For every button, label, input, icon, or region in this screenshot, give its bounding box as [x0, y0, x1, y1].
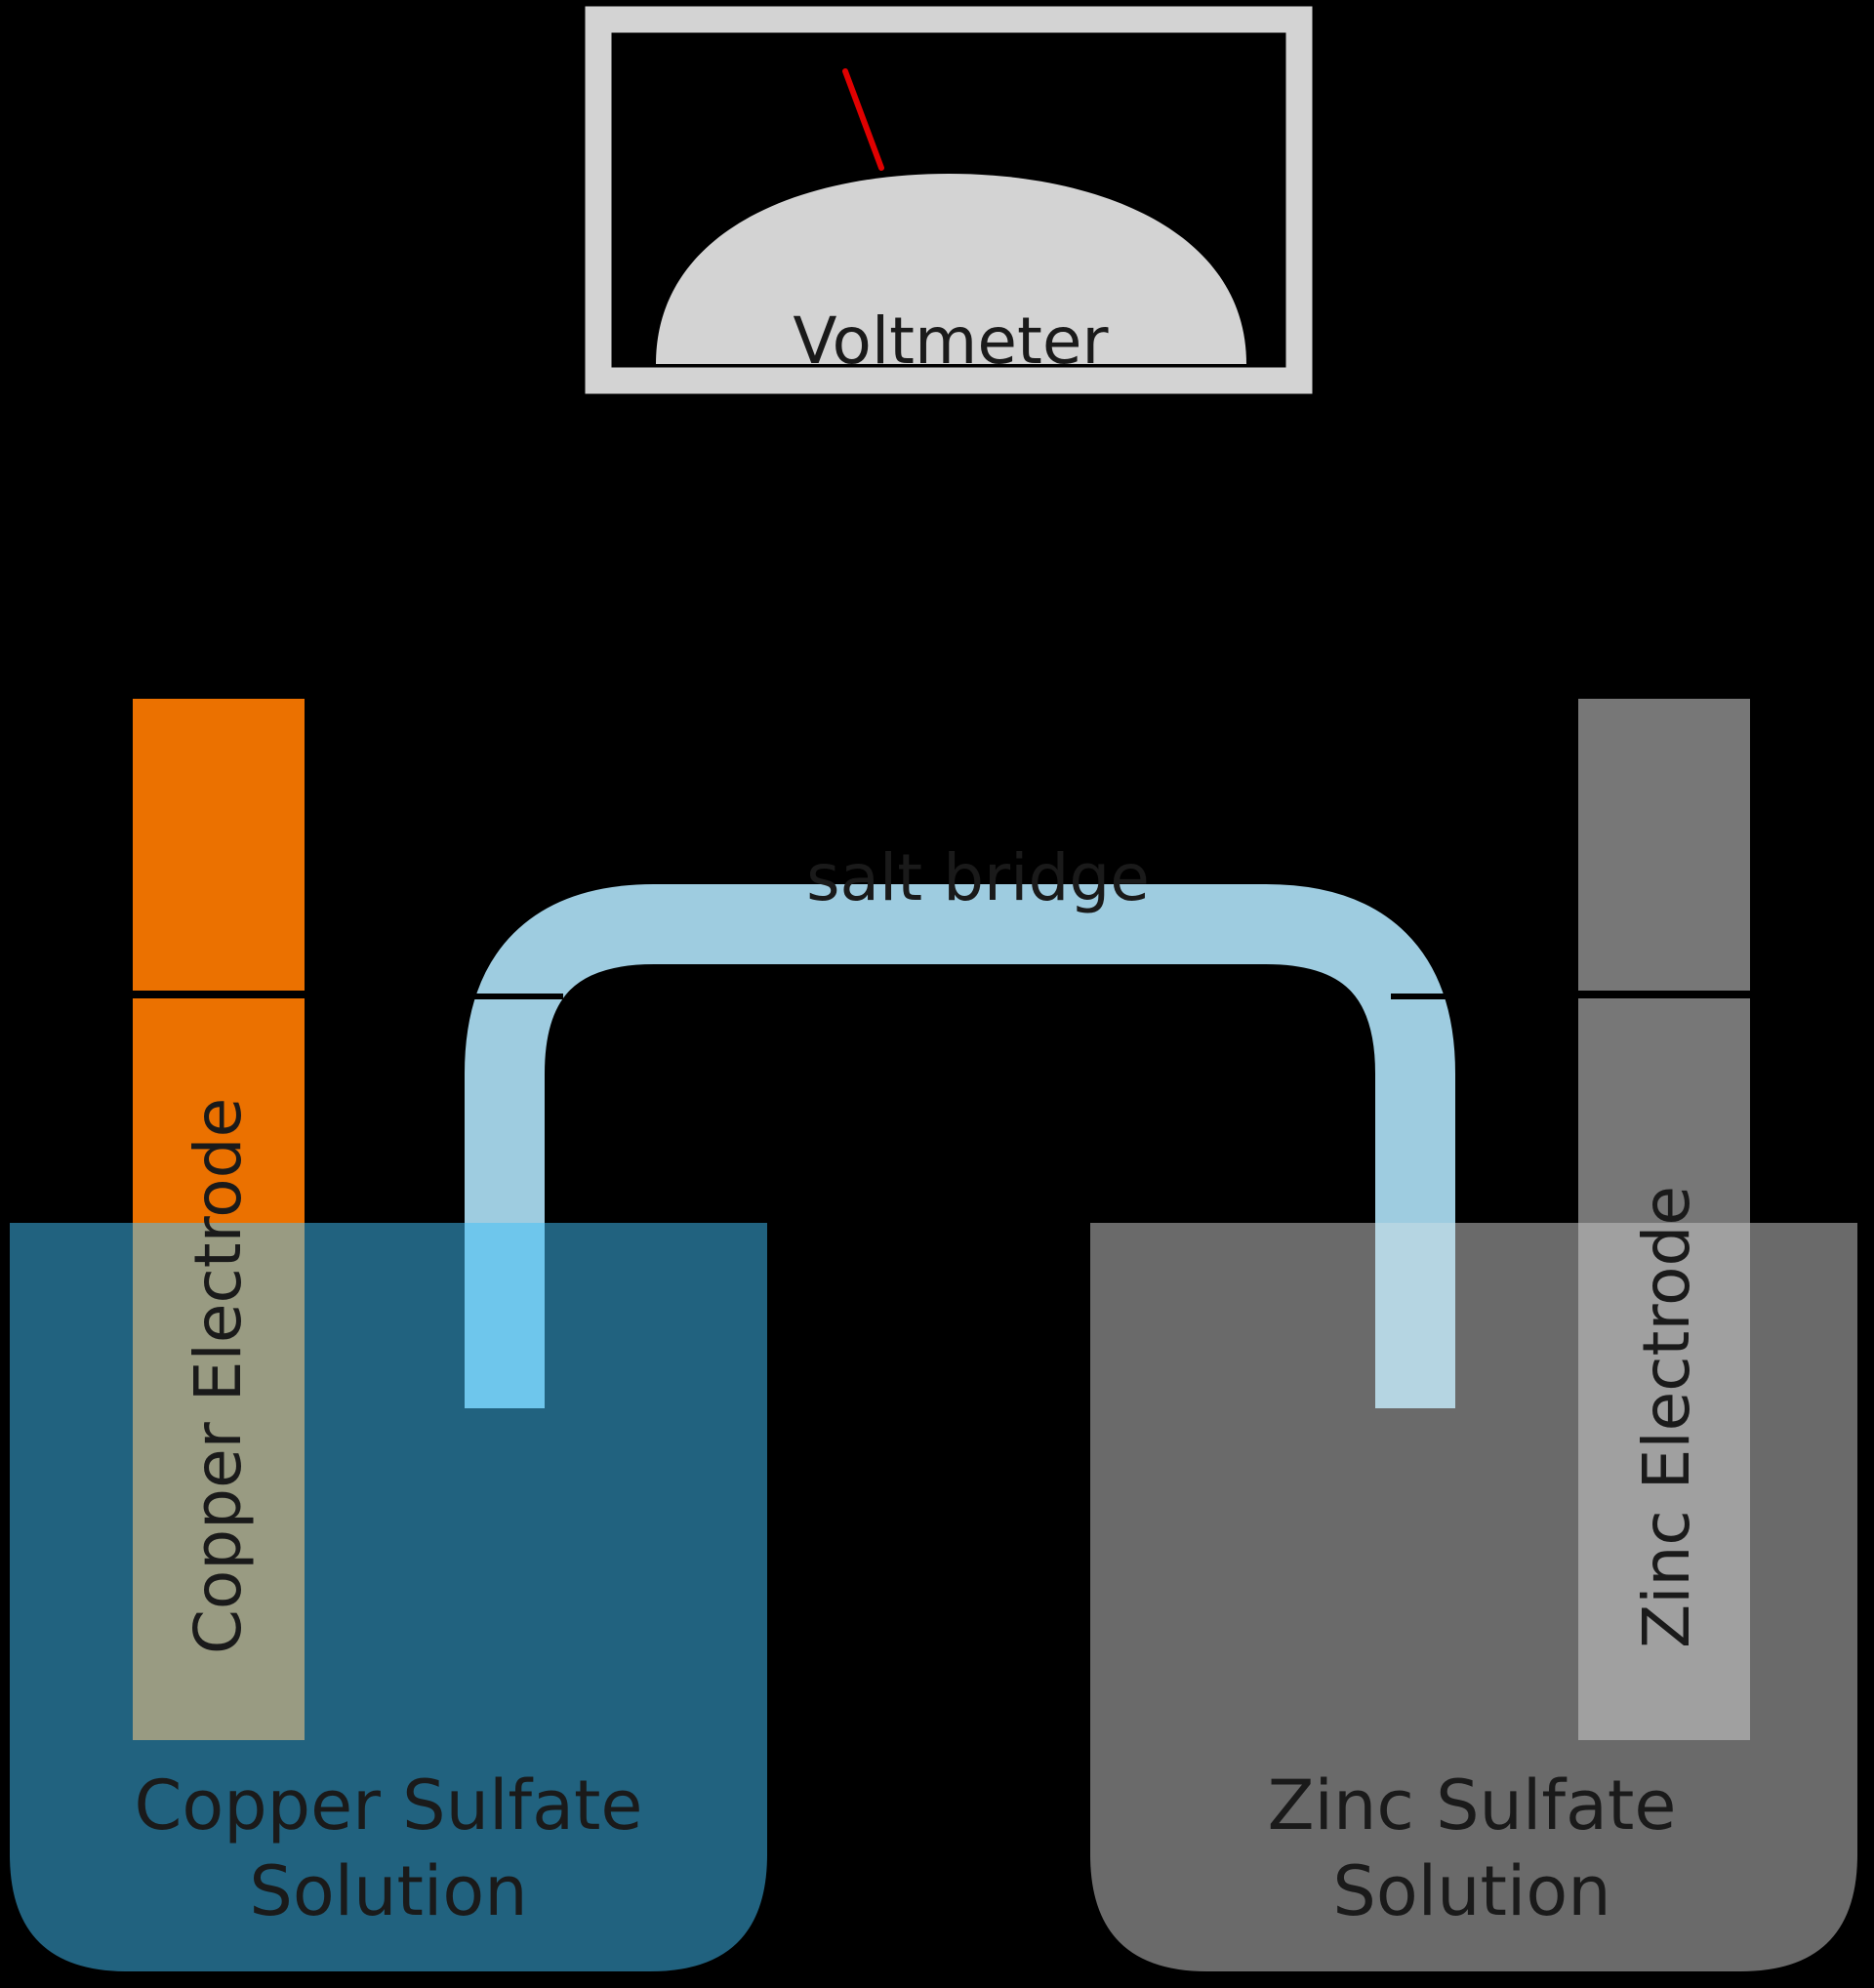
salt-bridge-tube	[465, 884, 1455, 1408]
copper-electrode: Copper Electrode	[133, 699, 305, 1740]
zinc-electrode-immersed	[1578, 1223, 1750, 1740]
voltmeter-dial	[656, 174, 1246, 364]
copper-solution-label-line1: Copper Sulfate	[135, 1765, 643, 1846]
zinc-solution-label-line2: Solution	[1332, 1851, 1610, 1931]
copper-electrode-upper	[133, 699, 305, 1223]
copper-electrode-immersed	[133, 1223, 305, 1740]
zinc-solution-label-line1: Zinc Sulfate	[1268, 1765, 1677, 1846]
voltmeter: Voltmeter	[585, 6, 1313, 394]
voltmeter-needle	[842, 68, 884, 171]
zinc-electrode-upper	[1578, 699, 1750, 1223]
zinc-electrode-label: Zinc Electrode	[1629, 1186, 1704, 1648]
salt-bridge: salt bridge	[459, 840, 1464, 1408]
voltmeter-frame	[585, 6, 1313, 394]
zinc-electrode: Zinc Electrode	[1578, 699, 1750, 1740]
copper-electrode-label: Copper Electrode	[181, 1098, 256, 1654]
voltmeter-label: Voltmeter	[793, 304, 1109, 379]
copper-solution-label-line2: Solution	[249, 1851, 527, 1931]
salt-bridge-immersed-left	[465, 1223, 545, 1408]
salt-bridge-label: salt bridge	[806, 840, 1150, 915]
salt-bridge-immersed-right	[1375, 1223, 1455, 1408]
